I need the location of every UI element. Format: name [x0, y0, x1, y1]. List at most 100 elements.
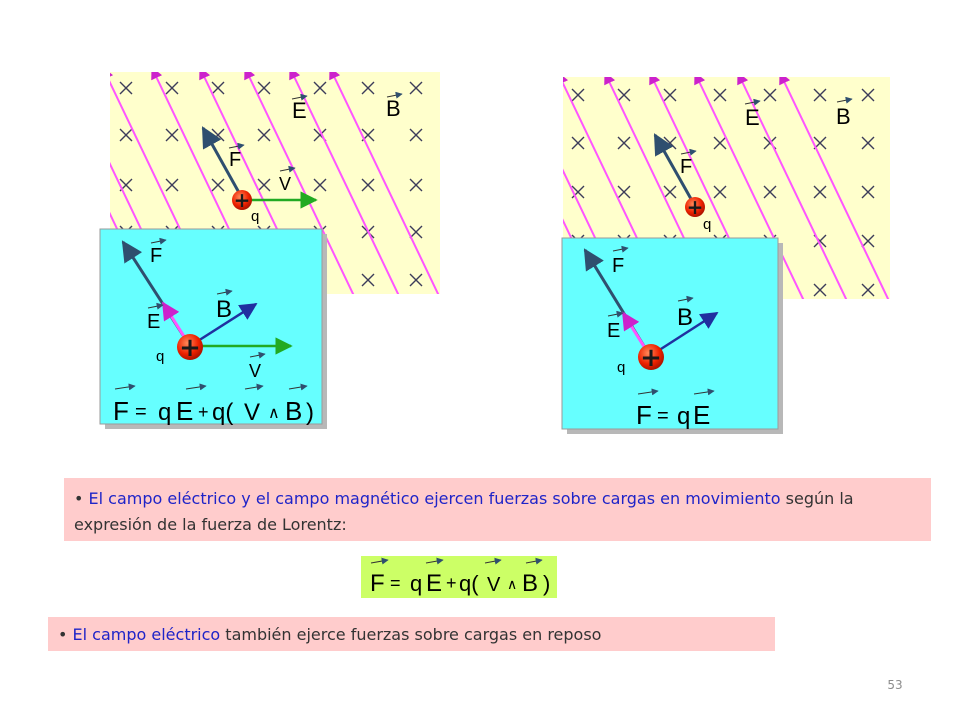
eq-q1: q: [410, 571, 422, 596]
b-into-page-cross-icon: [713, 88, 727, 102]
charge-icon: [177, 334, 203, 360]
vector-arrow-icon: [114, 383, 136, 391]
b-field-symbol: B: [216, 296, 232, 323]
note-text: según la expresión de la fuerza de Loren…: [74, 489, 854, 534]
eq-q2: q(: [459, 571, 479, 596]
eq-q: q: [677, 403, 690, 430]
force-symbol: F: [229, 149, 241, 171]
charge-sign: +: [179, 333, 201, 363]
vector-arrow-icon: [244, 383, 264, 391]
b-into-page-cross-icon: [813, 88, 827, 102]
eq-equals: =: [390, 573, 401, 593]
vector-arrow-icon: [484, 557, 502, 565]
eq-e: E: [426, 570, 442, 597]
e-field-symbol: E: [745, 105, 760, 130]
note-highlight: El campo eléctrico y el campo magnético …: [88, 489, 781, 508]
left-e-label: E: [291, 93, 308, 123]
zoom-charge: +: [177, 333, 203, 363]
vector-arrow-icon: [386, 91, 403, 99]
b-into-page-cross-icon: [409, 81, 423, 95]
velocity-symbol: V: [249, 361, 261, 381]
bullet: •: [58, 625, 68, 644]
e-field-line: [694, 77, 805, 299]
b-into-page-cross-icon: [861, 185, 875, 199]
equation-background: [361, 556, 557, 598]
left-force-vector: [201, 126, 244, 199]
zoom-electric-force-equation: F = q E: [636, 388, 715, 430]
eq-v: V: [487, 574, 501, 596]
charge-sign: +: [640, 343, 662, 373]
eq-b: B: [522, 570, 538, 597]
zoom-b-field-vector: [649, 311, 719, 358]
eq-b: B: [285, 396, 302, 426]
b-into-page-cross-icon: [313, 81, 327, 95]
b-into-page-cross-icon: [165, 178, 179, 192]
b-into-page-cross-icon: [409, 178, 423, 192]
vector-arrow-icon: [228, 142, 245, 150]
zoom-f-label: F: [150, 237, 167, 267]
vector-arrow-icon: [693, 388, 715, 396]
eq-f: F: [636, 400, 652, 430]
b-into-page-cross-icon: [119, 81, 133, 95]
b-into-page-cross-icon: [861, 88, 875, 102]
eq-close: ): [306, 399, 314, 426]
b-into-page-cross-icon: [361, 178, 375, 192]
b-field-symbol: B: [836, 104, 851, 129]
left-zoom-panel: F E B V q + F = q E + q(: [99, 228, 327, 429]
e-field-line: [244, 72, 355, 294]
vector-arrow-icon: [249, 351, 266, 359]
eq-e: E: [176, 396, 193, 426]
right-zoom-panel: F E B q + F = q E: [561, 237, 783, 434]
force-symbol: F: [150, 245, 162, 267]
b-into-page-cross-icon: [763, 185, 777, 199]
left-v-label: V: [279, 165, 296, 194]
b-into-page-cross-icon: [861, 283, 875, 297]
right-charge: + q: [685, 195, 711, 233]
eq-e: E: [693, 400, 710, 430]
left-charge: + q: [232, 188, 259, 225]
b-into-page-cross-icon: [211, 178, 225, 192]
zoom-b-label: B: [216, 288, 233, 323]
b-into-page-cross-icon: [409, 225, 423, 239]
b-into-page-cross-icon: [409, 128, 423, 142]
eq-plus: +: [198, 402, 209, 422]
charge-icon: [638, 344, 664, 370]
b-into-page-cross-icon: [861, 136, 875, 150]
eq-v: V: [244, 399, 260, 426]
b-into-page-cross-icon: [571, 136, 585, 150]
b-field-symbol: B: [677, 304, 693, 331]
charge-label: q: [703, 216, 711, 233]
b-into-page-cross-icon: [571, 88, 585, 102]
eq-cross: ∧: [268, 405, 280, 422]
vector-arrow-icon: [680, 148, 697, 156]
e-field-line: [289, 72, 400, 294]
velocity-symbol: V: [279, 174, 291, 194]
charge-sign: +: [687, 195, 704, 219]
charge-label: q: [251, 208, 259, 225]
eq-equals: =: [135, 401, 147, 423]
vector-arrow-icon: [744, 98, 761, 106]
lorentz-force-note: • El campo eléctrico y el campo magnétic…: [64, 478, 931, 541]
page-number: 53: [887, 678, 903, 692]
bullet: •: [74, 489, 84, 508]
vector-arrow-icon: [288, 383, 308, 391]
b-into-page-cross-icon: [165, 128, 179, 142]
e-field-symbol: E: [147, 311, 160, 333]
b-into-page-cross-icon: [257, 128, 271, 142]
left-f-label: F: [228, 142, 245, 171]
b-into-page-cross-icon: [409, 273, 423, 287]
b-into-page-cross-icon: [257, 81, 271, 95]
b-into-page-cross-icon: [313, 178, 327, 192]
lorentz-equation-box: F = q E + q( V ∧ B ): [361, 556, 557, 598]
zoom-e-label: E: [607, 310, 624, 342]
vector-arrow-icon: [525, 557, 543, 565]
b-field-symbol: B: [386, 96, 401, 121]
vector-arrow-icon: [836, 96, 853, 104]
eq-q1: q: [158, 399, 171, 426]
vector-arrow-icon: [216, 288, 233, 296]
e-field-line: [329, 72, 440, 294]
eq-f: F: [113, 396, 129, 426]
b-into-page-cross-icon: [713, 136, 727, 150]
b-into-page-cross-icon: [361, 273, 375, 287]
